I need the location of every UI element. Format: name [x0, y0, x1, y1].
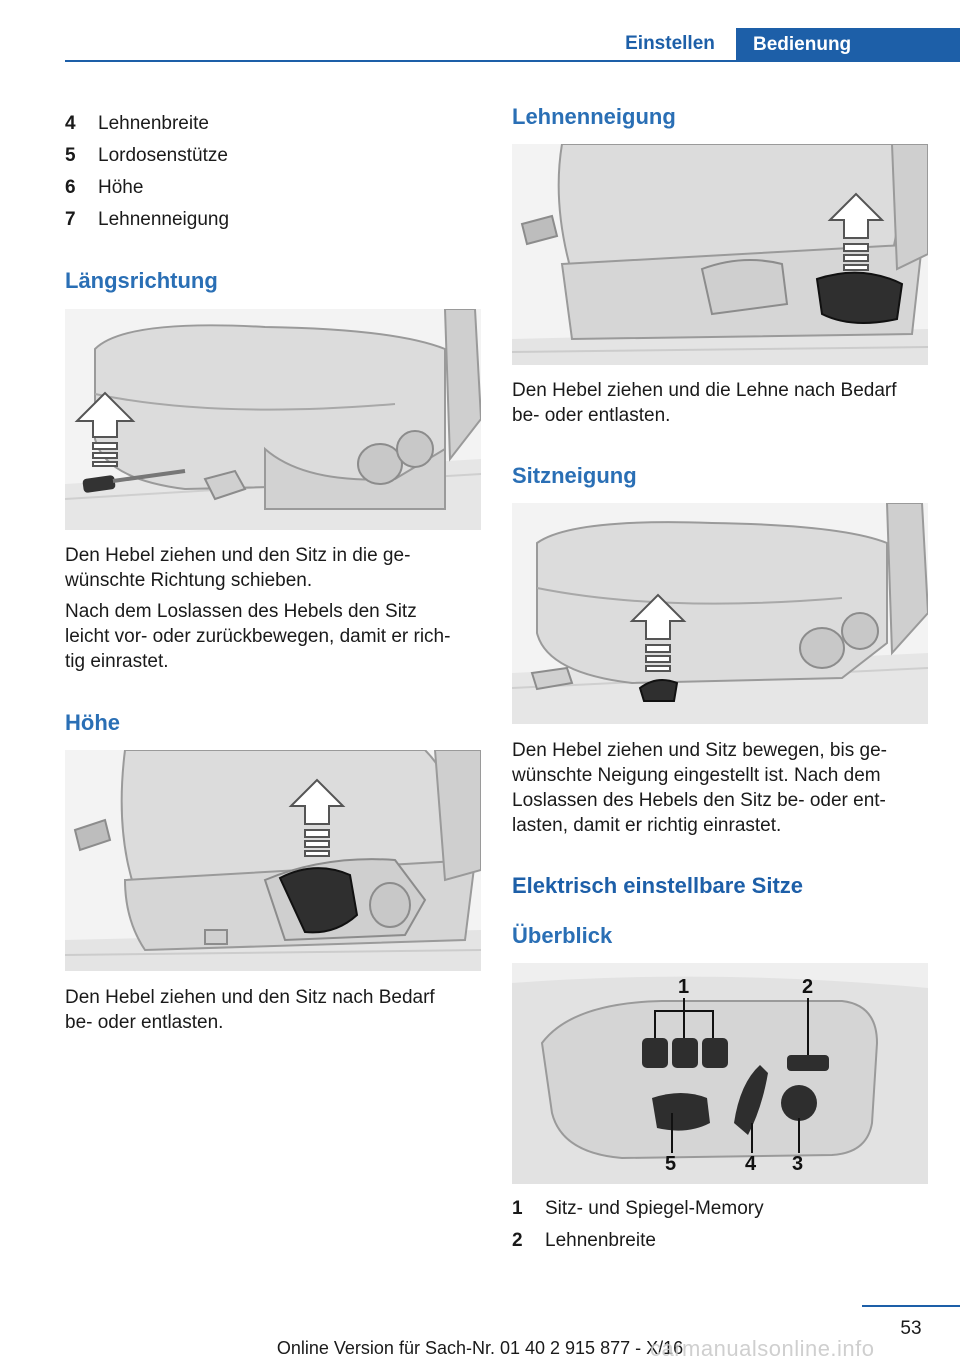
callout-label: 5 [665, 1153, 676, 1175]
section-title-hoehe: Höhe [65, 710, 120, 735]
text-line: Den Hebel ziehen und den Sitz nach Bedar… [65, 987, 435, 1008]
section-title-lehnenneigung: Lehnenneigung [512, 104, 676, 129]
text-line: leicht vor‐ oder zurückbewegen, damit er… [65, 626, 451, 647]
paragraph-lehnenneigung: Den Hebel ziehen und die Lehne nach Beda… [512, 378, 928, 428]
callout-label: 3 [792, 1153, 803, 1175]
figure-sitzneigung [512, 503, 928, 724]
seat-illustration-laengs [65, 309, 481, 530]
list-item: 6 Höhe [65, 176, 143, 200]
figure-ueberblick: 1 2 3 4 5 [512, 963, 928, 1184]
text-line: Loslassen des Hebels den Sitz be‐ oder e… [512, 790, 886, 811]
paragraph-laengs-2: Nach dem Loslassen des Hebels den Sitz l… [65, 599, 481, 674]
text-line: Den Hebel ziehen und Sitz bewegen, bis g… [512, 740, 887, 761]
text-line: be‐ oder entlasten. [512, 405, 671, 426]
text-line: Den Hebel ziehen und den Sitz in die ge‐ [65, 545, 411, 566]
list-item: 4 Lehnenbreite [65, 112, 209, 136]
online-version-note: Online Version für Sach-Nr. 01 40 2 915 … [276, 1338, 684, 1358]
list-label: Lehnenneigung [98, 209, 230, 230]
list-item: 7 Lehnenneigung [65, 208, 229, 232]
text-line: wünschte Richtung schieben. [65, 570, 313, 591]
text-line: wünschte Neigung eingestellt ist. Nach d… [512, 765, 881, 786]
subsection-title-ueberblick: Überblick [512, 923, 613, 948]
seat-illustration-sitz [512, 503, 928, 724]
list-item: 5 Lordosenstütze [65, 144, 228, 168]
list-number: 1 [512, 1198, 523, 1219]
paragraph-laengs-1: Den Hebel ziehen und den Sitz in die ge‐… [65, 543, 481, 593]
header-tab-bedienung[interactable]: Bedienung [736, 28, 960, 62]
section-title-elektrisch: Elektrisch einstellbare Sitze [512, 873, 804, 898]
list-label: Lehnenbreite [545, 1230, 656, 1251]
list-label: Sitz‐ und Spiegel-Memory [545, 1198, 764, 1219]
text-line: Den Hebel ziehen und die Lehne nach Beda… [512, 380, 897, 401]
watermark: carmanualsonline.info [650, 1336, 875, 1361]
figure-hoehe [65, 750, 481, 971]
header-rule [65, 60, 960, 62]
list-number: 4 [65, 113, 76, 134]
paragraph-hoehe: Den Hebel ziehen und den Sitz nach Bedar… [65, 985, 481, 1035]
header-tab-einstellen[interactable]: Einstellen [625, 33, 715, 54]
seat-controls-illustration: 1 2 3 4 5 [512, 963, 928, 1184]
figure-lehnenneigung [512, 144, 928, 365]
list-number: 2 [512, 1230, 523, 1251]
seat-illustration-hoehe [65, 750, 481, 971]
paragraph-sitzneigung: Den Hebel ziehen und Sitz bewegen, bis g… [512, 738, 928, 838]
list-number: 6 [65, 177, 76, 198]
text-line: be‐ oder entlasten. [65, 1012, 224, 1033]
text-line: Nach dem Loslassen des Hebels den Sitz [65, 601, 417, 622]
list-label: Lehnenbreite [98, 113, 209, 134]
figure-laengsrichtung [65, 309, 481, 530]
list-item: 2 Lehnenbreite [512, 1229, 656, 1253]
page-number: 53 [900, 1318, 922, 1339]
text-line: lasten, damit er richtig einrastet. [512, 815, 782, 836]
text-line: tig einrastet. [65, 651, 169, 672]
footer-rule [862, 1305, 960, 1307]
callout-label: 1 [678, 976, 689, 998]
section-title-laengsrichtung: Längsrichtung [65, 268, 218, 293]
list-item: 1 Sitz‐ und Spiegel-Memory [512, 1197, 764, 1221]
callout-label: 2 [802, 976, 813, 998]
list-label: Höhe [98, 177, 144, 198]
callout-label: 4 [745, 1153, 757, 1175]
list-label: Lordosenstütze [98, 145, 228, 166]
section-title-sitzneigung: Sitzneigung [512, 463, 637, 488]
seat-illustration-lehne [512, 144, 928, 365]
list-number: 5 [65, 145, 76, 166]
list-number: 7 [65, 209, 76, 230]
